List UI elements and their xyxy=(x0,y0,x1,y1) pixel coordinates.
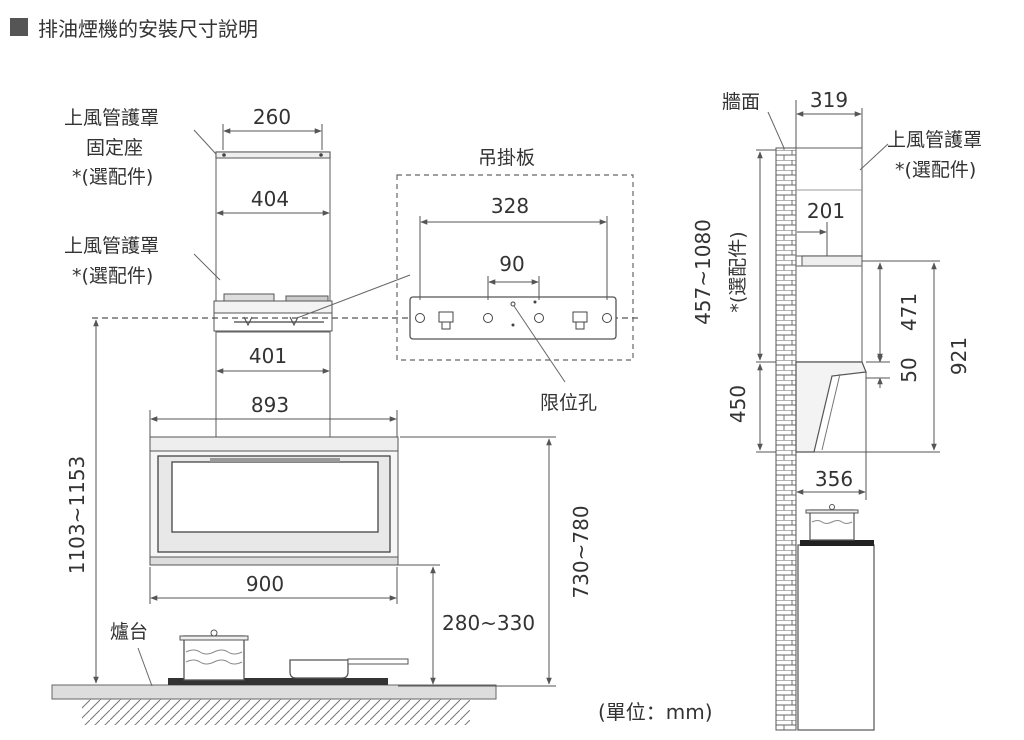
label-d1103: 1103~1153 xyxy=(65,456,89,575)
label-wall: 牆面 xyxy=(722,91,760,113)
page-title: 排油煙機的安裝尺寸說明 xyxy=(10,14,258,41)
label-limit-hole: 限位孔 xyxy=(540,392,597,414)
dim-893: 893 xyxy=(149,393,398,437)
dim-280: 280~330 xyxy=(398,564,535,685)
label-stove: 爐台 xyxy=(110,621,148,643)
label-d893: 893 xyxy=(251,393,289,417)
title-text: 排油煙機的安裝尺寸說明 xyxy=(38,16,258,41)
mount-plate xyxy=(213,293,333,332)
range-hood-body xyxy=(149,436,399,566)
label-d260: 260 xyxy=(253,105,291,129)
dim-356: 356 xyxy=(815,467,853,491)
bolt-icon xyxy=(438,311,454,330)
dim-471: 471 xyxy=(897,293,921,331)
front-view: 260 404 401 893 900 1103~1153 xyxy=(51,105,640,725)
stovetop xyxy=(168,678,388,685)
dim-90: 90 xyxy=(499,252,524,276)
pot-icon xyxy=(805,504,859,541)
side-view: 牆面 319 上風管護罩 *(選配件) 201 xyxy=(691,88,982,731)
label-d401: 401 xyxy=(249,344,287,368)
label-upper-cover-fixing-3: *(選配件) xyxy=(72,166,153,188)
dim-404: 404 xyxy=(216,187,330,216)
label-side-upper-cover-2: *(選配件) xyxy=(895,159,976,181)
label-d280: 280~330 xyxy=(442,611,535,635)
lower-duct xyxy=(215,331,331,441)
label-upper-cover-fixing-2: 固定座 xyxy=(86,137,143,159)
dim-730: 730~780 xyxy=(398,436,593,687)
dim-1103: 1103~1153 xyxy=(65,319,99,684)
floor-slab xyxy=(51,684,497,700)
pan-icon xyxy=(289,658,409,679)
dim-401: 401 xyxy=(216,344,330,374)
label-upper-cover-2: *(選配件) xyxy=(72,265,153,287)
label-d730: 730~780 xyxy=(569,505,593,598)
label-side-upper-cover: 上風管護罩 xyxy=(887,129,982,151)
title-square-icon xyxy=(10,18,28,36)
dim-328: 328 xyxy=(491,194,529,218)
floor-hatch xyxy=(82,699,470,725)
label-hanging-plate: 吊掛板 xyxy=(478,147,535,169)
bolt-icon xyxy=(572,311,588,330)
label-d404: 404 xyxy=(251,187,289,211)
dim-900: 900 xyxy=(149,567,398,604)
dim-50: 50 xyxy=(897,357,921,382)
label-upper-cover: 上風管護罩 xyxy=(64,235,159,257)
hanging-plate-detail: 吊掛板 328 90 限位孔 xyxy=(296,147,634,414)
cover-fixing-bracket xyxy=(215,151,331,159)
brick-wall xyxy=(775,147,797,731)
upper-duct-cover xyxy=(215,151,331,308)
label-side-optional: *(選配件) xyxy=(727,231,749,312)
dim-260: 260 xyxy=(222,105,323,150)
pot-icon xyxy=(179,629,249,681)
label-upper-cover-fixing: 上風管護罩 xyxy=(64,107,159,129)
unit-note: (單位：mm) xyxy=(598,700,713,724)
dim-450: 450 xyxy=(726,385,750,423)
dim-201: 201 xyxy=(807,199,845,223)
label-d900: 900 xyxy=(246,572,284,596)
dim-921: 921 xyxy=(947,337,971,375)
dim-457: 457~1080 xyxy=(691,219,715,325)
dim-319: 319 xyxy=(810,88,848,112)
